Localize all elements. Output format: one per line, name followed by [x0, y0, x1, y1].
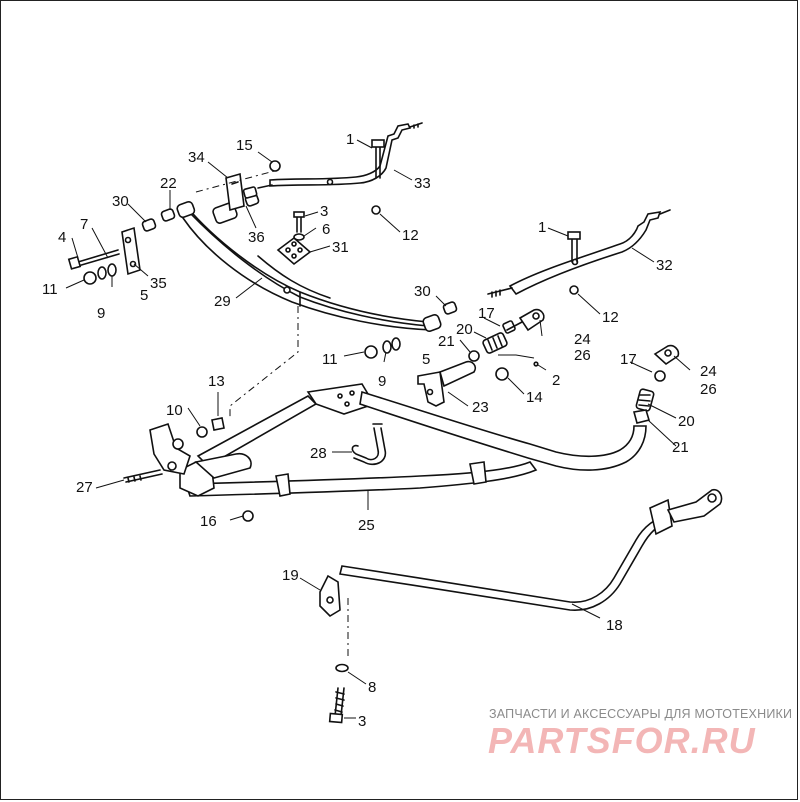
callout-23: 23 [472, 399, 489, 416]
stabilizer-clamp [319, 574, 349, 724]
callout-20: 20 [678, 413, 695, 430]
upper-rear-bracket [242, 122, 423, 215]
callout-7: 7 [80, 216, 88, 233]
callout-3: 3 [358, 713, 366, 730]
shackle-plate [121, 226, 141, 276]
callout-9: 9 [378, 373, 386, 390]
callout-22: 22 [160, 175, 177, 192]
callout-28: 28 [310, 445, 327, 462]
callout-10: 10 [166, 402, 183, 419]
callout-21: 21 [672, 439, 689, 456]
center-shock-mount [468, 308, 545, 367]
callout-24: 24 [700, 363, 717, 380]
callout-26: 26 [700, 381, 717, 398]
callout-11: 11 [42, 281, 58, 298]
watermark-logo: PARTSFOR.RU [488, 720, 756, 761]
assembly-lines [195, 169, 349, 660]
callout-32: 32 [656, 257, 673, 274]
callout-9: 9 [97, 305, 105, 322]
callout-14: 14 [526, 389, 543, 406]
left-shackle-hardware [67, 249, 120, 285]
callout-19: 19 [282, 567, 299, 584]
center-clamp-plate [276, 211, 312, 266]
callout-27: 27 [76, 479, 93, 496]
stabilizer-bar [339, 488, 723, 611]
callout-1: 1 [538, 219, 546, 236]
callout-4: 4 [58, 229, 66, 246]
callout-18: 18 [606, 617, 623, 634]
callout-2: 2 [552, 372, 560, 389]
callout-34: 34 [188, 149, 205, 166]
callout-16: 16 [200, 513, 217, 530]
callout-15: 15 [236, 137, 253, 154]
callout-numbers: 1 1 2 3 3 4 5 5 6 7 8 9 9 10 11 11 12 12… [42, 131, 717, 730]
shackle-bracket [225, 172, 245, 212]
callout-30: 30 [112, 193, 129, 210]
callout-1: 1 [346, 131, 354, 148]
callout-8: 8 [368, 679, 376, 696]
leader-lines [65, 139, 691, 719]
callout-3: 3 [320, 203, 328, 220]
callout-21: 21 [438, 333, 455, 350]
callout-25: 25 [358, 517, 375, 534]
callout-5: 5 [140, 287, 148, 304]
u-bolt [351, 423, 387, 466]
callout-24: 24 [574, 331, 591, 348]
callout-35: 35 [150, 275, 167, 292]
callout-20: 20 [456, 321, 473, 338]
lower-rear-bracket [487, 209, 671, 298]
callout-12: 12 [602, 309, 619, 326]
callout-13: 13 [208, 373, 225, 390]
callout-36: 36 [248, 229, 265, 246]
callout-5: 5 [422, 351, 430, 368]
watermark-caption: ЗАПЧАСТИ И АКСЕССУАРЫ ДЛЯ МОТОТЕХНИКИ [489, 707, 793, 721]
frame-mount-bracket [417, 360, 509, 407]
swing-arm-frame [123, 383, 647, 522]
callout-6: 6 [322, 221, 330, 238]
callout-26: 26 [574, 347, 591, 364]
callout-30: 30 [414, 283, 431, 300]
callout-17: 17 [620, 351, 637, 368]
right-shock-mount [632, 344, 680, 424]
callout-29: 29 [214, 293, 231, 310]
callout-11: 11 [322, 351, 338, 368]
callout-17: 17 [478, 305, 495, 322]
leaf-spring [182, 204, 434, 331]
callout-12: 12 [402, 227, 419, 244]
right-shackle-hardware [364, 337, 401, 359]
callout-33: 33 [414, 175, 431, 192]
callout-31: 31 [332, 239, 349, 256]
